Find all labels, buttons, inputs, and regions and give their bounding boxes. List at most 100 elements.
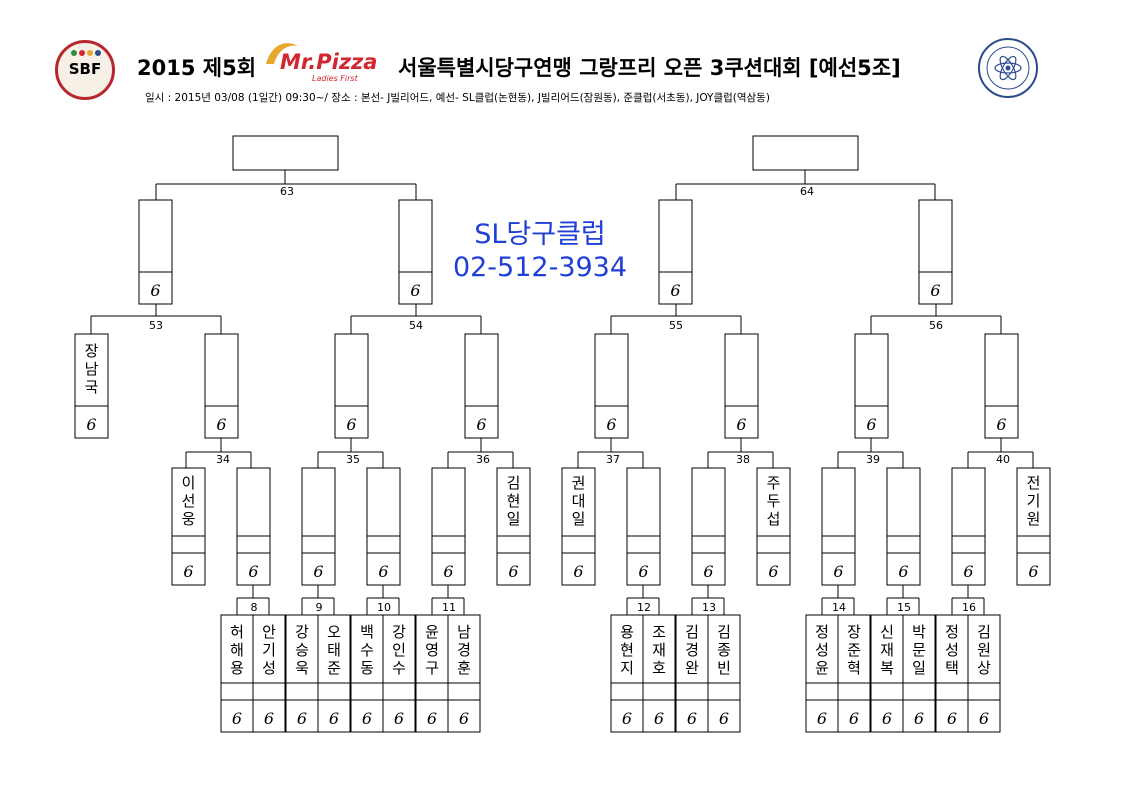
r1-spacer [626, 535, 661, 554]
score-mark: 6 [410, 281, 420, 300]
r1-score-box [496, 552, 531, 586]
score-mark: 6 [86, 415, 96, 434]
player-name-box [317, 614, 351, 684]
player-name-char: 인 [392, 641, 406, 659]
score-mark: 6 [833, 562, 843, 581]
r1-spacer [496, 535, 531, 554]
player-score-box [967, 699, 1001, 733]
player-name-char: 안 [262, 623, 276, 641]
header: SBF 2015 제5회 Mr.Pizza Ladies First 서울특별시… [0, 0, 1123, 110]
player-name-char: 용 [230, 659, 244, 677]
player-name-char: 기 [262, 641, 276, 659]
score-mark: 6 [898, 562, 908, 581]
player-spacer [837, 682, 871, 701]
player-name-char: 두 [767, 492, 781, 510]
player-spacer [642, 682, 676, 701]
quarter-slot [464, 333, 499, 407]
player-spacer [252, 682, 286, 701]
player-name-char: 재 [880, 641, 894, 659]
r1-spacer [561, 535, 596, 554]
score-mark: 6 [703, 562, 713, 581]
score-mark: 6 [427, 709, 437, 728]
quarter-score-box [854, 405, 889, 439]
score-mark: 6 [362, 709, 372, 728]
player-name-box [902, 614, 936, 684]
player-name-char: 주 [767, 474, 781, 492]
quarter-slot [724, 333, 759, 407]
final-slot-left [232, 135, 339, 171]
player-name-char: 용 [620, 623, 634, 641]
player-name-char: 백 [360, 623, 374, 641]
player-spacer [675, 682, 709, 701]
player-name-char: 욱 [295, 659, 309, 677]
match-number: 10 [377, 601, 391, 614]
r1-slot [951, 467, 986, 537]
player-name-char: 일 [912, 659, 926, 677]
final-slot-right [752, 135, 859, 171]
match-number: 53 [149, 319, 163, 332]
player-name-char: 권 [572, 474, 586, 492]
player-spacer [935, 682, 969, 701]
r1-spacer [1016, 535, 1051, 554]
player-name-char: 준 [847, 641, 861, 659]
r1-spacer [951, 535, 986, 554]
match-number: 56 [929, 319, 943, 332]
match-number: 15 [897, 601, 911, 614]
title-tournament: 서울특별시당구연맹 그랑프리 오픈 3쿠션대회 [예선5조] [398, 56, 901, 80]
semi-slot [138, 199, 173, 273]
player-spacer [285, 682, 319, 701]
r1-score-box [236, 552, 271, 586]
score-mark: 6 [930, 281, 940, 300]
score-mark: 6 [979, 709, 989, 728]
score-mark: 6 [947, 709, 957, 728]
player-score-box [707, 699, 741, 733]
player-name-char: 조 [652, 623, 666, 641]
semi-score-box [918, 271, 953, 305]
player-name-char: 종 [717, 641, 731, 659]
player-name-box [675, 614, 709, 684]
player-name-char: 호 [652, 659, 666, 677]
r1-score-box [366, 552, 401, 586]
player-name-box [642, 614, 676, 684]
score-mark: 6 [183, 562, 193, 581]
score-mark: 6 [606, 415, 616, 434]
player-name-char: 이 [182, 474, 196, 492]
player-name-box [967, 614, 1001, 684]
host-club: SL당구클럽 02-512-3934 [420, 218, 660, 284]
player-name-char: 허 [230, 623, 244, 641]
match-number: 16 [962, 601, 976, 614]
match-number: 64 [800, 185, 814, 198]
r1-slot [626, 467, 661, 537]
score-mark: 6 [882, 709, 892, 728]
r1-slot [886, 467, 921, 537]
match-number: 34 [216, 453, 230, 466]
match-number: 39 [866, 453, 880, 466]
player-name-char: 성 [262, 659, 276, 677]
player-name-char: 택 [945, 659, 959, 677]
player-name-box [382, 614, 416, 684]
player-score-box [220, 699, 254, 733]
quarter-slot [984, 333, 1019, 407]
player-name-char: 경 [685, 641, 699, 659]
semi-score-box [398, 271, 433, 305]
player-score-box [610, 699, 644, 733]
score-mark: 6 [1028, 562, 1038, 581]
sponsor-tagline: Ladies First [312, 74, 358, 83]
player-score-box [675, 699, 709, 733]
score-mark: 6 [216, 415, 226, 434]
title-edition: 2015 제5회 [137, 56, 257, 80]
score-mark: 6 [963, 562, 973, 581]
player-spacer [610, 682, 644, 701]
player-name-char: 완 [685, 659, 699, 677]
player-name-char: 지 [620, 659, 634, 677]
player-name-char: 구 [425, 659, 439, 677]
score-mark: 6 [476, 415, 486, 434]
player-name-char: 장 [85, 342, 99, 360]
player-name-char: 김 [685, 623, 699, 641]
r1-slot [171, 467, 206, 537]
score-mark: 6 [150, 281, 160, 300]
atom-icon [986, 46, 1030, 90]
r1-spacer [236, 535, 271, 554]
score-mark: 6 [329, 709, 339, 728]
semi-slot [398, 199, 433, 273]
